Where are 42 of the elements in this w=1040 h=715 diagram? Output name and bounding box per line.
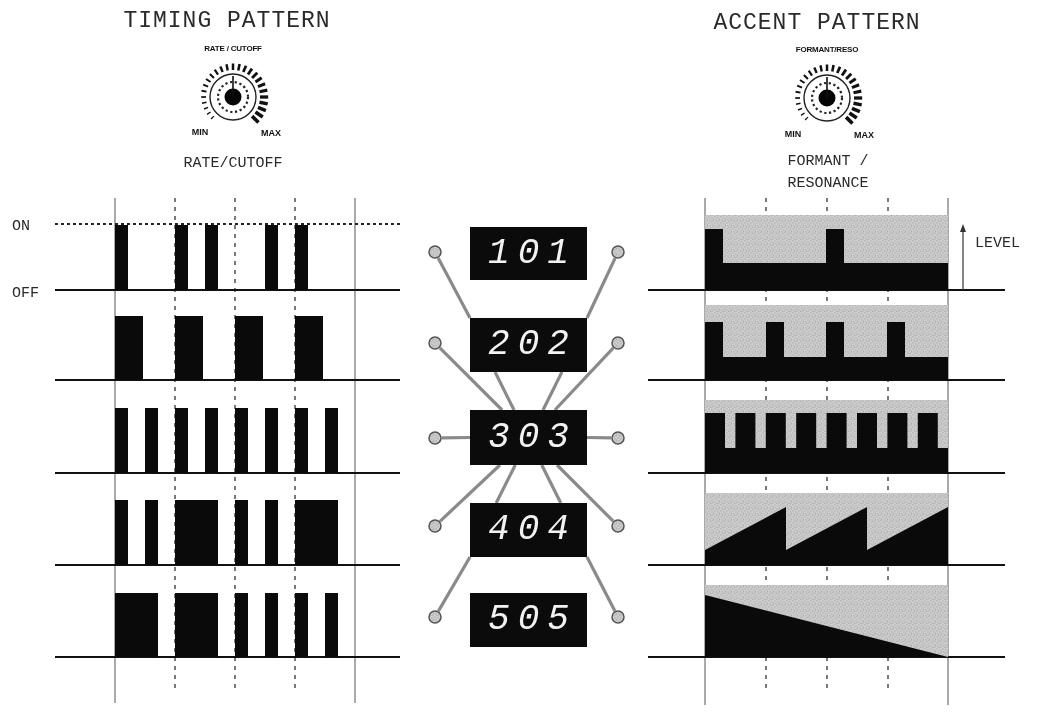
led-display: 101: [470, 227, 587, 280]
heading: TIMING PATTERN: [123, 9, 331, 33]
knob-caption: RATE/CUTOFF: [183, 154, 283, 175]
connector-line: [438, 346, 504, 412]
connector-dot: [611, 431, 625, 445]
level-label: ON: [12, 218, 30, 234]
connector-line: [436, 257, 472, 319]
connector-line: [585, 257, 617, 319]
connector-dot: [428, 336, 442, 350]
connector-dot: [611, 610, 625, 624]
connector-line: [541, 371, 564, 411]
connector-line: [441, 435, 471, 440]
connector-line: [585, 556, 617, 612]
scale-label: MIN: [191, 127, 209, 137]
connector-dot: [611, 519, 625, 533]
connector-line: [437, 556, 472, 612]
connector-dot: [428, 610, 442, 624]
connector-dot: [611, 336, 625, 350]
connector-dot: [428, 519, 442, 533]
knob-label: FORMANT/RESO: [795, 46, 859, 54]
connector-line: [438, 463, 502, 523]
led-display: 505: [470, 593, 587, 647]
connector-line: [493, 371, 516, 411]
connector-dot: [428, 245, 442, 259]
led-display: 202: [470, 318, 587, 372]
heading: ACCENT PATTERN: [713, 11, 921, 35]
connector-line: [586, 435, 612, 440]
led-display: 303: [470, 410, 587, 465]
connector-line: [553, 346, 615, 412]
knob-label: RATE / CUTOFF: [204, 45, 262, 53]
connector-line: [540, 464, 563, 504]
connector-line: [494, 464, 517, 504]
level-label: OFF: [12, 285, 39, 301]
scale-label: MIN: [784, 129, 802, 139]
scale-label: MAX: [854, 130, 874, 140]
connector-dot: [611, 245, 625, 259]
scale-label: MAX: [261, 128, 281, 138]
knob-caption: FORMANT / RESONANCE: [786, 152, 870, 194]
dimension-label: LEVEL: [975, 235, 1020, 251]
connector-dot: [428, 431, 442, 445]
led-display: 404: [470, 503, 587, 557]
connector-line: [555, 463, 615, 523]
